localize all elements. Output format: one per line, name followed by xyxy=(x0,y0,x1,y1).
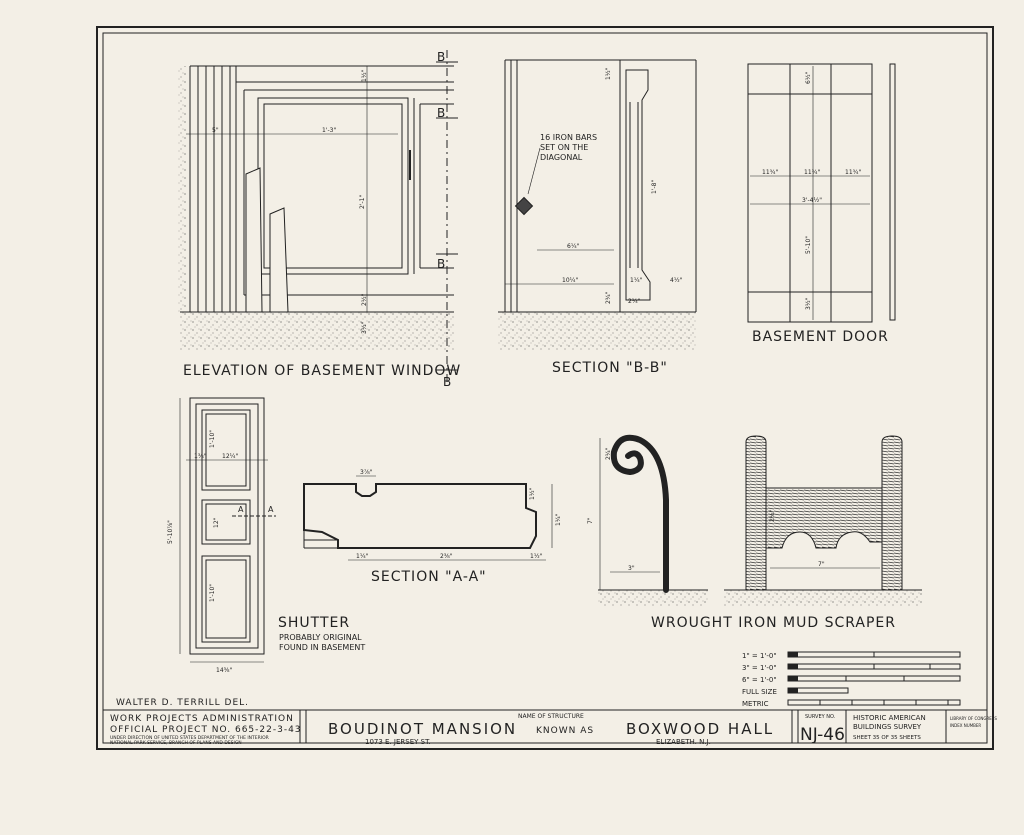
dim-label: 6½" xyxy=(805,71,812,84)
iron-bars-note: DIAGONAL xyxy=(540,153,583,162)
dim-label: 1½" xyxy=(530,553,543,560)
agency-line2: OFFICIAL PROJECT NO. 665-22-3-43 xyxy=(110,725,302,735)
shutter xyxy=(179,397,276,663)
dim-label: 2½" xyxy=(769,509,776,522)
dim-label: 1¼" xyxy=(356,553,369,560)
sheet-number: SHEET 35 OF 35 SHEETS xyxy=(853,735,921,741)
elevation-basement-window xyxy=(178,50,458,385)
dim-label: 2¼" xyxy=(605,447,612,460)
mud-scraper xyxy=(598,434,922,606)
survey-number: NJ-46 xyxy=(800,725,845,745)
dim-label: 3⅞" xyxy=(360,469,373,476)
library-line2: INDEX NUMBER xyxy=(950,723,981,728)
dim-label: 3'-4½" xyxy=(802,197,822,204)
dim-label: 3½" xyxy=(805,297,812,310)
section-mark-b3: B xyxy=(437,257,445,271)
shutter-note: FOUND IN BASEMENT xyxy=(279,643,365,652)
dim-label: 2'-1" xyxy=(359,195,366,209)
library-line1: LIBRARY OF CONGRESS xyxy=(950,716,997,721)
scale-label: METRIC xyxy=(742,700,769,708)
section-aa xyxy=(303,475,553,561)
dim-label: 14⅜" xyxy=(216,667,232,674)
dim-label: 11¾" xyxy=(845,169,861,176)
scale-label: 1" = 1'-0" xyxy=(742,652,777,660)
iron-bars-note: 16 IRON BARS xyxy=(540,133,597,142)
name-label: NAME OF STRUCTURE xyxy=(518,713,584,720)
title-block xyxy=(103,709,987,743)
dim-label: 1⅜" xyxy=(194,453,207,460)
section-mark-a2: A xyxy=(268,505,274,514)
dim-label: 1'-10" xyxy=(209,430,216,448)
section-mark-b2: B xyxy=(437,106,445,120)
section-mark-b1: B xyxy=(437,50,445,64)
sheet-border xyxy=(96,26,994,750)
city: ELIZABETH. N.J. xyxy=(656,738,711,746)
dim-label: 1'-10" xyxy=(209,584,216,602)
section-mark-b4: B xyxy=(443,375,451,389)
survey-label: SURVEY NO. xyxy=(805,714,836,720)
dim-label: 3½" xyxy=(361,321,368,334)
dim-label: 10¼" xyxy=(562,277,578,284)
scale-label: 3" = 1'-0" xyxy=(742,664,777,672)
dim-label: 1'-3" xyxy=(322,127,336,134)
caption-section-bb: SECTION "B-B" xyxy=(552,360,668,376)
dim-label: 1½" xyxy=(605,67,612,80)
scale-label: FULL SIZE xyxy=(742,688,777,696)
dim-label: 1½" xyxy=(529,487,536,500)
dim-label: 1½" xyxy=(361,69,368,82)
dim-label: 7" xyxy=(818,561,825,568)
dim-label: 12¼" xyxy=(222,453,238,460)
agency-line3: UNDER DIRECTION OF UNITED STATES DEPARTM… xyxy=(110,735,269,741)
dim-label: 1'-8" xyxy=(651,180,658,194)
shutter-note: PROBABLY ORIGINAL xyxy=(279,633,362,642)
scale-bars: 1" = 1'-0" 3" = 1'-0" 6" = 1'-0" FULL SI… xyxy=(742,651,961,708)
agency-line4: NATIONAL PARK SERVICE, BRANCH OF PLANS A… xyxy=(110,740,242,746)
habs-line1: HISTORIC AMERICAN xyxy=(853,714,926,722)
dim-label: 3" xyxy=(628,565,635,572)
caption-basement-door: BASEMENT DOOR xyxy=(752,329,889,345)
dim-label: 5'-10" xyxy=(805,236,812,254)
section-bb xyxy=(498,59,697,350)
scale-label: 6" = 1'-0" xyxy=(742,676,777,684)
dim-label: 11¾" xyxy=(762,169,778,176)
dim-label: 5" xyxy=(212,127,219,134)
caption-mud-scraper: WROUGHT IRON MUD SCRAPER xyxy=(651,615,896,631)
basement-door xyxy=(747,63,896,323)
habs-line2: BUILDINGS SURVEY xyxy=(853,723,922,731)
dim-label: 2¼" xyxy=(628,298,641,305)
caption-shutter: SHUTTER xyxy=(278,615,350,631)
delineator: WALTER D. TERRILL DEL. xyxy=(116,698,249,708)
dim-label: 4½" xyxy=(670,277,683,284)
dim-label: 6¼" xyxy=(567,243,580,250)
dim-label: 2⅜" xyxy=(440,553,453,560)
structure-name: BOUDINOT MANSION xyxy=(328,720,517,738)
caption-section-aa: SECTION "A-A" xyxy=(371,569,487,585)
dim-label: 5'-10⅞" xyxy=(167,520,174,544)
dim-label: 11¾" xyxy=(804,169,820,176)
alt-name: BOXWOOD HALL xyxy=(626,720,774,738)
known-as: KNOWN AS xyxy=(536,726,594,736)
section-mark-a1: A xyxy=(238,505,244,514)
dim-label: 2½" xyxy=(361,293,368,306)
agency-line1: WORK PROJECTS ADMINISTRATION xyxy=(110,714,294,724)
dim-label: 2¾" xyxy=(605,291,612,304)
address: 1073 E. JERSEY ST. xyxy=(365,738,431,746)
caption-elevation-window: ELEVATION OF BASEMENT WINDOW xyxy=(183,363,461,379)
dim-label: 1¼" xyxy=(630,277,643,284)
iron-bars-note: SET ON THE xyxy=(540,143,588,152)
dim-label: 7" xyxy=(587,517,594,524)
inner-border xyxy=(102,32,988,744)
dim-label: 1¼" xyxy=(555,513,562,526)
dim-label: 12" xyxy=(213,517,220,528)
